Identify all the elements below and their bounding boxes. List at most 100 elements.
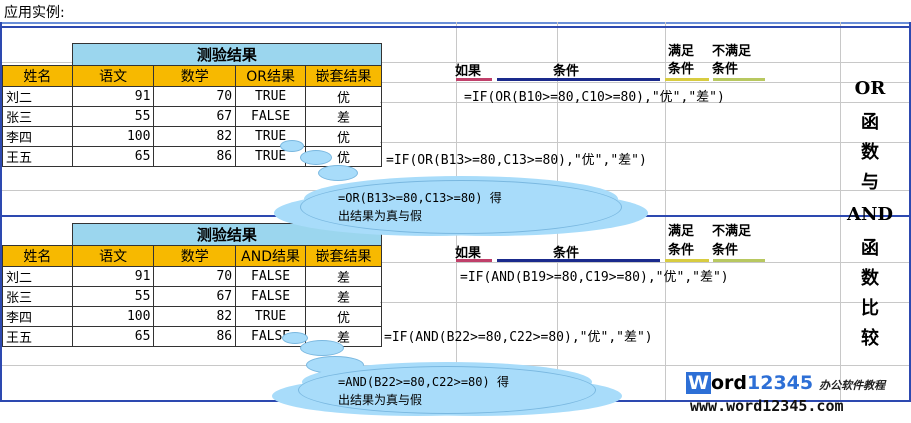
legend-condition-bar (497, 259, 660, 262)
cell[interactable]: 优 (305, 86, 382, 107)
col-header[interactable]: 姓名 (2, 65, 73, 87)
cell[interactable]: FALSE (235, 106, 307, 127)
frame-right-border (909, 22, 911, 402)
side-title-char: 数 (861, 142, 879, 163)
table-row: 李四 100 82 TRUE 优 (2, 306, 382, 327)
legend-condition-label: 条件 (553, 64, 580, 79)
cell[interactable]: TRUE (235, 86, 307, 107)
table-row: 张三 55 67 FALSE 差 (2, 286, 382, 307)
col-header[interactable]: 嵌套结果 (305, 245, 382, 267)
cell[interactable]: 82 (153, 306, 237, 327)
gridline (380, 142, 909, 143)
callout-bubble (300, 150, 332, 165)
callout-bubble (318, 165, 358, 181)
cell[interactable]: 82 (153, 126, 237, 147)
table-row: 王五 65 86 FALSE 差 (2, 326, 382, 347)
col-header[interactable]: 数学 (153, 245, 237, 267)
watermark-ord: ord (710, 372, 747, 394)
gridline (380, 262, 909, 263)
legend-notmeet-label: 条件 (712, 62, 739, 77)
watermark-url: www.word12345.com (690, 397, 844, 415)
cell[interactable]: 张三 (2, 106, 73, 127)
gridline (380, 102, 909, 103)
watermark-num: 12345 (747, 372, 814, 394)
cell[interactable]: 差 (305, 266, 382, 287)
cell[interactable]: 100 (71, 306, 155, 327)
table-title: 测验结果 (71, 223, 383, 246)
and-callout-text: 出结果为真与假 (338, 393, 423, 407)
legend-if-bar (456, 78, 492, 81)
frame-left-border (0, 22, 2, 402)
table-row: 刘二 91 70 TRUE 优 (2, 86, 382, 107)
legend-notmeet-bar (713, 78, 765, 81)
table-title: 测验结果 (71, 43, 383, 66)
gridline (840, 22, 841, 400)
cell[interactable]: FALSE (235, 286, 307, 307)
legend-condition-bar (497, 78, 660, 81)
cell[interactable]: 100 (71, 126, 155, 147)
col-header[interactable]: 语文 (71, 65, 155, 87)
cell[interactable]: 86 (153, 326, 237, 347)
cell[interactable]: 差 (305, 286, 382, 307)
cell[interactable]: 刘二 (2, 266, 73, 287)
cell[interactable]: FALSE (235, 266, 307, 287)
col-header[interactable]: 数学 (153, 65, 237, 87)
callout-bubble (300, 340, 344, 356)
watermark-sub: 办公软件教程 (819, 379, 886, 392)
cell[interactable]: 优 (305, 126, 382, 147)
legend-notmeet-bar (713, 259, 765, 262)
sheet-heading: 应用实例: (4, 5, 65, 21)
cell[interactable]: 65 (71, 326, 155, 347)
col-header[interactable]: 姓名 (2, 245, 73, 267)
cell[interactable]: 优 (305, 306, 382, 327)
col-header[interactable]: AND结果 (235, 245, 307, 267)
legend-meet-label: 条件 (668, 62, 695, 77)
or-callout-cloud (300, 180, 622, 234)
legend-notmeet-label: 不满足 (712, 224, 752, 239)
title-bar (0, 0, 911, 24)
and-template-formula[interactable]: =IF(AND(B19>=80,C19>=80),"优","差") (460, 270, 729, 285)
cell[interactable]: TRUE (235, 306, 307, 327)
cell[interactable]: 67 (153, 106, 237, 127)
legend-meet-label: 满足 (668, 224, 695, 239)
gridline (380, 82, 909, 83)
legend-notmeet-label: 不满足 (712, 44, 752, 59)
table-filler (2, 43, 73, 66)
gridline (665, 22, 666, 400)
cell[interactable]: 70 (153, 86, 237, 107)
col-header[interactable]: 嵌套结果 (305, 65, 382, 87)
cell[interactable]: 55 (71, 286, 155, 307)
cell[interactable]: 70 (153, 266, 237, 287)
cell[interactable]: 86 (153, 146, 237, 167)
col-header[interactable]: OR结果 (235, 65, 307, 87)
and-callout-cloud (298, 366, 596, 414)
cell[interactable]: 刘二 (2, 86, 73, 107)
side-title-char: AND (846, 204, 894, 225)
cell[interactable]: 张三 (2, 286, 73, 307)
and-callout-text: =AND(B22>=80,C22>=80) 得 (338, 375, 509, 389)
col-header[interactable]: 语文 (71, 245, 155, 267)
legend-if-label: 如果 (455, 64, 482, 79)
cell[interactable]: 67 (153, 286, 237, 307)
or-callout-text: 出结果为真与假 (338, 209, 423, 223)
cell[interactable]: 差 (305, 106, 382, 127)
or-results-table: 测验结果 姓名 语文 数学 OR结果 嵌套结果 刘二 91 70 TRUE 优 … (2, 43, 383, 167)
cell[interactable]: 91 (71, 86, 155, 107)
gridline (380, 302, 909, 303)
and-row-formula[interactable]: =IF(AND(B22>=80,C22>=80),"优","差") (384, 330, 653, 345)
legend-notmeet-label: 条件 (712, 243, 739, 258)
cell[interactable]: 王五 (2, 326, 73, 347)
cell[interactable]: 65 (71, 146, 155, 167)
side-title-char: 比 (861, 298, 879, 319)
section-divider (2, 26, 909, 28)
legend-meet-bar (665, 259, 709, 262)
cell[interactable]: 55 (71, 106, 155, 127)
or-template-formula[interactable]: =IF(OR(B10>=80,C10>=80),"优","差") (464, 90, 725, 105)
cell[interactable]: 王五 (2, 146, 73, 167)
table-filler (2, 223, 73, 246)
cell[interactable]: 李四 (2, 126, 73, 147)
cell[interactable]: 91 (71, 266, 155, 287)
cell[interactable]: 李四 (2, 306, 73, 327)
callout-bubble (282, 332, 308, 344)
or-row-formula[interactable]: =IF(OR(B13>=80,C13>=80),"优","差") (386, 153, 647, 168)
